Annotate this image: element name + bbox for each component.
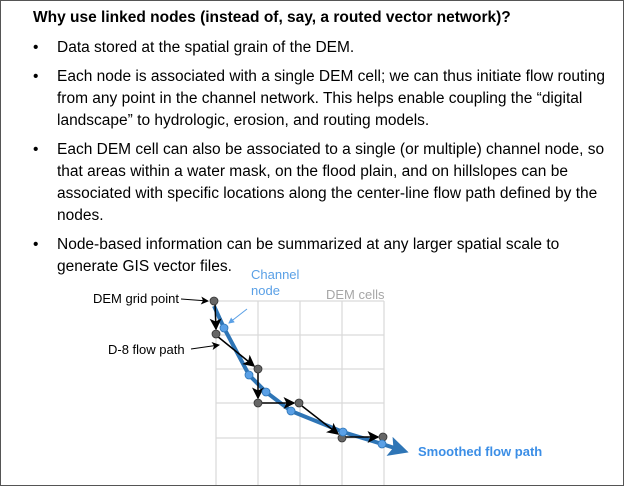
bullet-icon: • <box>33 68 39 85</box>
label-channel-node: Channel <box>251 267 300 282</box>
bullet-item: • Each node is associated with a single D… <box>27 66 607 132</box>
bullet-item: • Node-based information can be summarize… <box>27 234 607 278</box>
bullet-icon: • <box>33 141 39 158</box>
bullet-icon: • <box>33 39 39 56</box>
bullet-text: Node-based information can be summarized… <box>57 236 560 275</box>
bullet-item: • Each DEM cell can also be associated to… <box>27 139 607 227</box>
channel-nodes <box>219 323 387 449</box>
bullet-text: Data stored at the spatial grain of the … <box>57 39 355 56</box>
dem-grid <box>215 300 385 485</box>
label-d8-flow-path: D-8 flow path <box>108 342 185 357</box>
d8-flow-path <box>209 303 380 443</box>
label-dem-cells: DEM cells <box>326 287 385 302</box>
label-dem-grid-point: DEM grid point <box>93 291 179 306</box>
bullet-text: Each node is associated with a single DE… <box>57 68 605 129</box>
bullet-list: • Data stored at the spatial grain of the… <box>27 37 607 285</box>
dem-grid-points <box>209 296 388 443</box>
bullet-text: Each DEM cell can also be associated to … <box>57 141 605 224</box>
bullet-icon: • <box>33 236 39 253</box>
bullet-item: • Data stored at the spatial grain of the… <box>27 37 607 59</box>
slide-title: Why use linked nodes (instead of, say, a… <box>33 9 511 26</box>
smoothed-flow-path <box>212 305 409 456</box>
label-channel-node-2: node <box>251 283 280 298</box>
label-smoothed-flow-path: Smoothed flow path <box>418 444 542 459</box>
